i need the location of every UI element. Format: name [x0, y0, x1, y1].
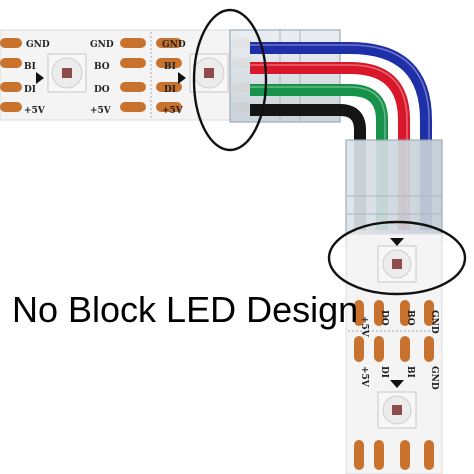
label-gnd: GND	[26, 40, 50, 50]
label-bo: BO	[405, 310, 415, 326]
led-die	[204, 68, 214, 78]
copper-pad	[0, 58, 22, 68]
copper-pad	[120, 58, 146, 68]
copper-pad	[400, 440, 410, 470]
horizontal-led-strip: GND BI DI +5V GND BO DO +5V GND BI DI +5…	[0, 29, 252, 121]
label-gnd: GND	[429, 366, 439, 390]
label-di: DI	[164, 85, 176, 95]
red-wire	[250, 62, 410, 230]
label-5v: +5V	[90, 106, 112, 116]
copper-pad	[156, 82, 182, 92]
data-direction-arrow	[36, 72, 44, 84]
data-direction-arrow	[178, 72, 186, 84]
copper-pad	[354, 440, 364, 470]
copper-pad	[374, 300, 384, 326]
vertical-led-strip: +5V DO BO GND +5V DI BI GND	[345, 233, 443, 474]
copper-pad	[374, 440, 384, 470]
copper-pad	[0, 82, 22, 92]
label-bi: BI	[164, 62, 176, 72]
label-di: DI	[379, 366, 389, 378]
copper-pad	[424, 336, 434, 362]
copper-pad	[374, 336, 384, 362]
copper-pad	[354, 300, 364, 326]
wire-highlight	[250, 86, 386, 230]
copper-pad	[120, 38, 146, 48]
copper-pad	[120, 82, 146, 92]
label-5v: +5V	[24, 106, 46, 116]
highlight-circle-vertical	[327, 220, 467, 296]
label-gnd: GND	[90, 40, 114, 50]
label-bo: BO	[94, 62, 110, 72]
data-direction-arrow	[390, 380, 404, 388]
black-wire	[250, 104, 366, 230]
copper-pad	[424, 300, 434, 326]
label-5v: +5V	[162, 106, 184, 116]
led-die	[392, 259, 402, 269]
label-di: DI	[24, 85, 36, 95]
blue-wire	[250, 42, 432, 230]
label-5v: +5V	[359, 366, 369, 388]
led-die	[62, 68, 72, 78]
copper-pad	[424, 440, 434, 470]
led-die	[392, 405, 402, 415]
highlight-circle-horizontal	[192, 8, 268, 152]
copper-pad	[0, 102, 22, 112]
label-bi: BI	[24, 62, 36, 72]
label-bi: BI	[405, 366, 415, 378]
copper-pad	[0, 38, 22, 48]
data-direction-arrow	[390, 238, 404, 246]
copper-pad	[120, 102, 146, 112]
wire-highlight	[250, 44, 430, 230]
copper-pad	[354, 336, 364, 362]
rgb-wire-bundle	[250, 42, 432, 230]
green-wire	[250, 84, 388, 230]
label-gnd: GND	[429, 310, 439, 334]
label-gnd: GND	[162, 40, 186, 50]
copper-pad	[400, 300, 410, 326]
wire-highlight	[250, 64, 408, 230]
copper-pad	[156, 38, 182, 48]
copper-pad	[400, 336, 410, 362]
label-do: DO	[379, 310, 389, 326]
label-do: DO	[94, 85, 110, 95]
caption-text: No Block LED Design	[12, 289, 358, 330]
copper-pad	[156, 58, 182, 68]
label-5v: +5V	[359, 316, 369, 338]
copper-pad	[156, 102, 182, 112]
